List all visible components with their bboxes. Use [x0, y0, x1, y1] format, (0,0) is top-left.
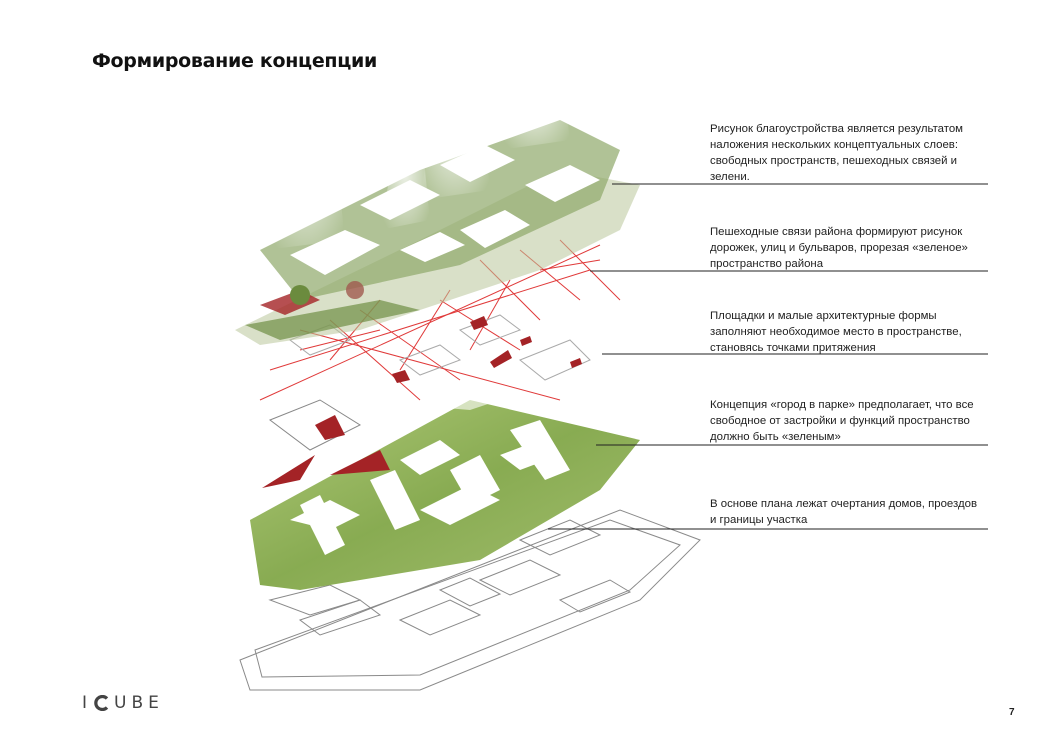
playground-markers: [392, 316, 582, 383]
c-logo-icon: [94, 695, 110, 711]
annotation-text: В основе плана лежат очертания домов, пр…: [710, 496, 980, 528]
top-plan-layer: [235, 60, 640, 345]
annotation-text: Рисунок благоустройства является результ…: [710, 121, 980, 185]
logo-text-left: I: [82, 693, 92, 713]
icube-logo: I UBE: [82, 693, 164, 713]
logo-text-right: UBE: [114, 693, 164, 713]
page-number: 7: [1009, 707, 1015, 718]
annotation-2: Пешеходные связи района формируют рисуно…: [710, 224, 980, 272]
annotation-5: В основе плана лежат очертания домов, пр…: [710, 496, 980, 528]
annotation-3: Площадки и малые архитектурные формы зап…: [710, 308, 980, 356]
annotation-4: Концепция «город в парке» предполагает, …: [710, 397, 980, 445]
annotation-1: Рисунок благоустройства является результ…: [710, 121, 980, 185]
green-layer: [250, 390, 640, 590]
annotation-text: Площадки и малые архитектурные формы зап…: [710, 308, 980, 356]
annotation-text: Пешеходные связи района формируют рисуно…: [710, 224, 980, 272]
annotation-text: Концепция «город в парке» предполагает, …: [710, 397, 980, 445]
